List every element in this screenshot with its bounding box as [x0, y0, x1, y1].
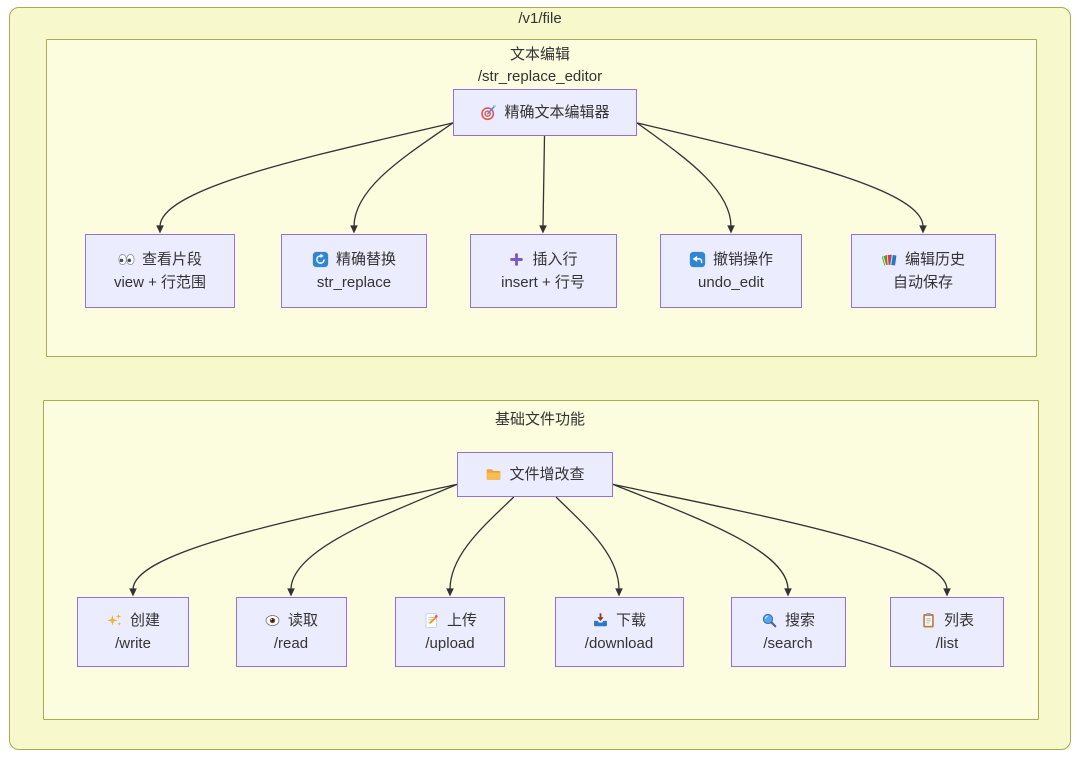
node-title-line: 上传 [423, 609, 477, 632]
node-label: 下载 [615, 612, 646, 629]
node-label: 创建 [129, 612, 160, 629]
node-title-line: 精确替换 [312, 248, 396, 271]
node-sublabel: /write [115, 635, 151, 652]
undo-arrow-icon [689, 251, 706, 268]
plus-icon [508, 251, 525, 268]
cluster-basic-file-title: 基础文件功能 [494, 411, 585, 428]
magnifier-icon [761, 612, 778, 629]
clipboard-icon [920, 612, 937, 629]
node-label: 插入行 [532, 251, 578, 268]
memo-pencil-icon [423, 612, 440, 629]
node-title-line: 下载 [592, 609, 646, 632]
cluster-text-editing-title: 文本编辑 [509, 46, 570, 63]
insert-line-node: 插入行 insert + 行号 [469, 234, 617, 308]
node-title-line: 文件增改查 [485, 463, 585, 486]
node-label: 上传 [446, 612, 477, 629]
node-label: 编辑历史 [904, 251, 965, 268]
eye-icon [264, 612, 281, 629]
node-label: 列表 [943, 612, 974, 629]
node-title-line: 查看片段 [118, 248, 202, 271]
sparkles-icon [106, 612, 123, 629]
node-sublabel: str_replace [316, 274, 392, 291]
node-sublabel: insert + 行号 [501, 274, 585, 291]
node-sublabel: view + 行范围 [113, 274, 207, 291]
download-node: 下载/download [554, 597, 684, 667]
cluster-basic-file [43, 400, 1039, 720]
node-label: 文件增改查 [509, 466, 585, 483]
node-label: 读取 [287, 612, 318, 629]
node-label: 撤销操作 [712, 251, 773, 268]
eyes-icon [118, 251, 135, 268]
inbox-download-icon [592, 612, 609, 629]
node-sublabel: /download [584, 635, 654, 652]
node-title-line: 撤销操作 [689, 248, 773, 271]
folder-icon [485, 466, 502, 483]
node-title-line: 编辑历史 [881, 248, 965, 271]
diagram-title: /v1/file [518, 10, 562, 27]
view-fragment-node: 查看片段 view + 行范围 [85, 234, 235, 308]
node-title-line: 读取 [264, 609, 318, 632]
node-sublabel: /list [935, 635, 959, 652]
file-crud-node: 文件增改查 [457, 452, 613, 497]
books-icon [881, 251, 898, 268]
node-sublabel: /read [273, 635, 309, 652]
circular-arrows-icon [312, 251, 329, 268]
write-node: 创建/write [77, 597, 189, 667]
node-label: 精确文本编辑器 [504, 104, 610, 121]
precise-text-editor-node: 精确文本编辑器 [453, 89, 637, 136]
node-sublabel: /search [763, 635, 813, 652]
node-title-line: 精确文本编辑器 [480, 101, 610, 124]
cluster-text-editing-subtitle: /str_replace_editor [477, 68, 603, 85]
node-sublabel: 自动保存 [892, 274, 953, 291]
node-title-line: 插入行 [508, 248, 578, 271]
search-node: 搜索/search [730, 597, 846, 667]
list-node: 列表/list [890, 597, 1004, 667]
node-sublabel: undo_edit [698, 274, 764, 291]
node-title-line: 创建 [106, 609, 160, 632]
node-title-line: 搜索 [761, 609, 815, 632]
node-title-line: 列表 [920, 609, 974, 632]
upload-node: 上传/upload [395, 597, 505, 667]
str-replace-node: 精确替换 str_replace [281, 234, 427, 308]
node-label: 精确替换 [335, 251, 396, 268]
undo-edit-node: 撤销操作 undo_edit [660, 234, 802, 308]
node-label: 搜索 [784, 612, 815, 629]
edit-history-node: 编辑历史自动保存 [850, 234, 996, 308]
node-sublabel: /upload [425, 635, 475, 652]
read-node: 读取/read [235, 597, 347, 667]
node-label: 查看片段 [141, 251, 202, 268]
dart-target-icon [480, 104, 497, 121]
